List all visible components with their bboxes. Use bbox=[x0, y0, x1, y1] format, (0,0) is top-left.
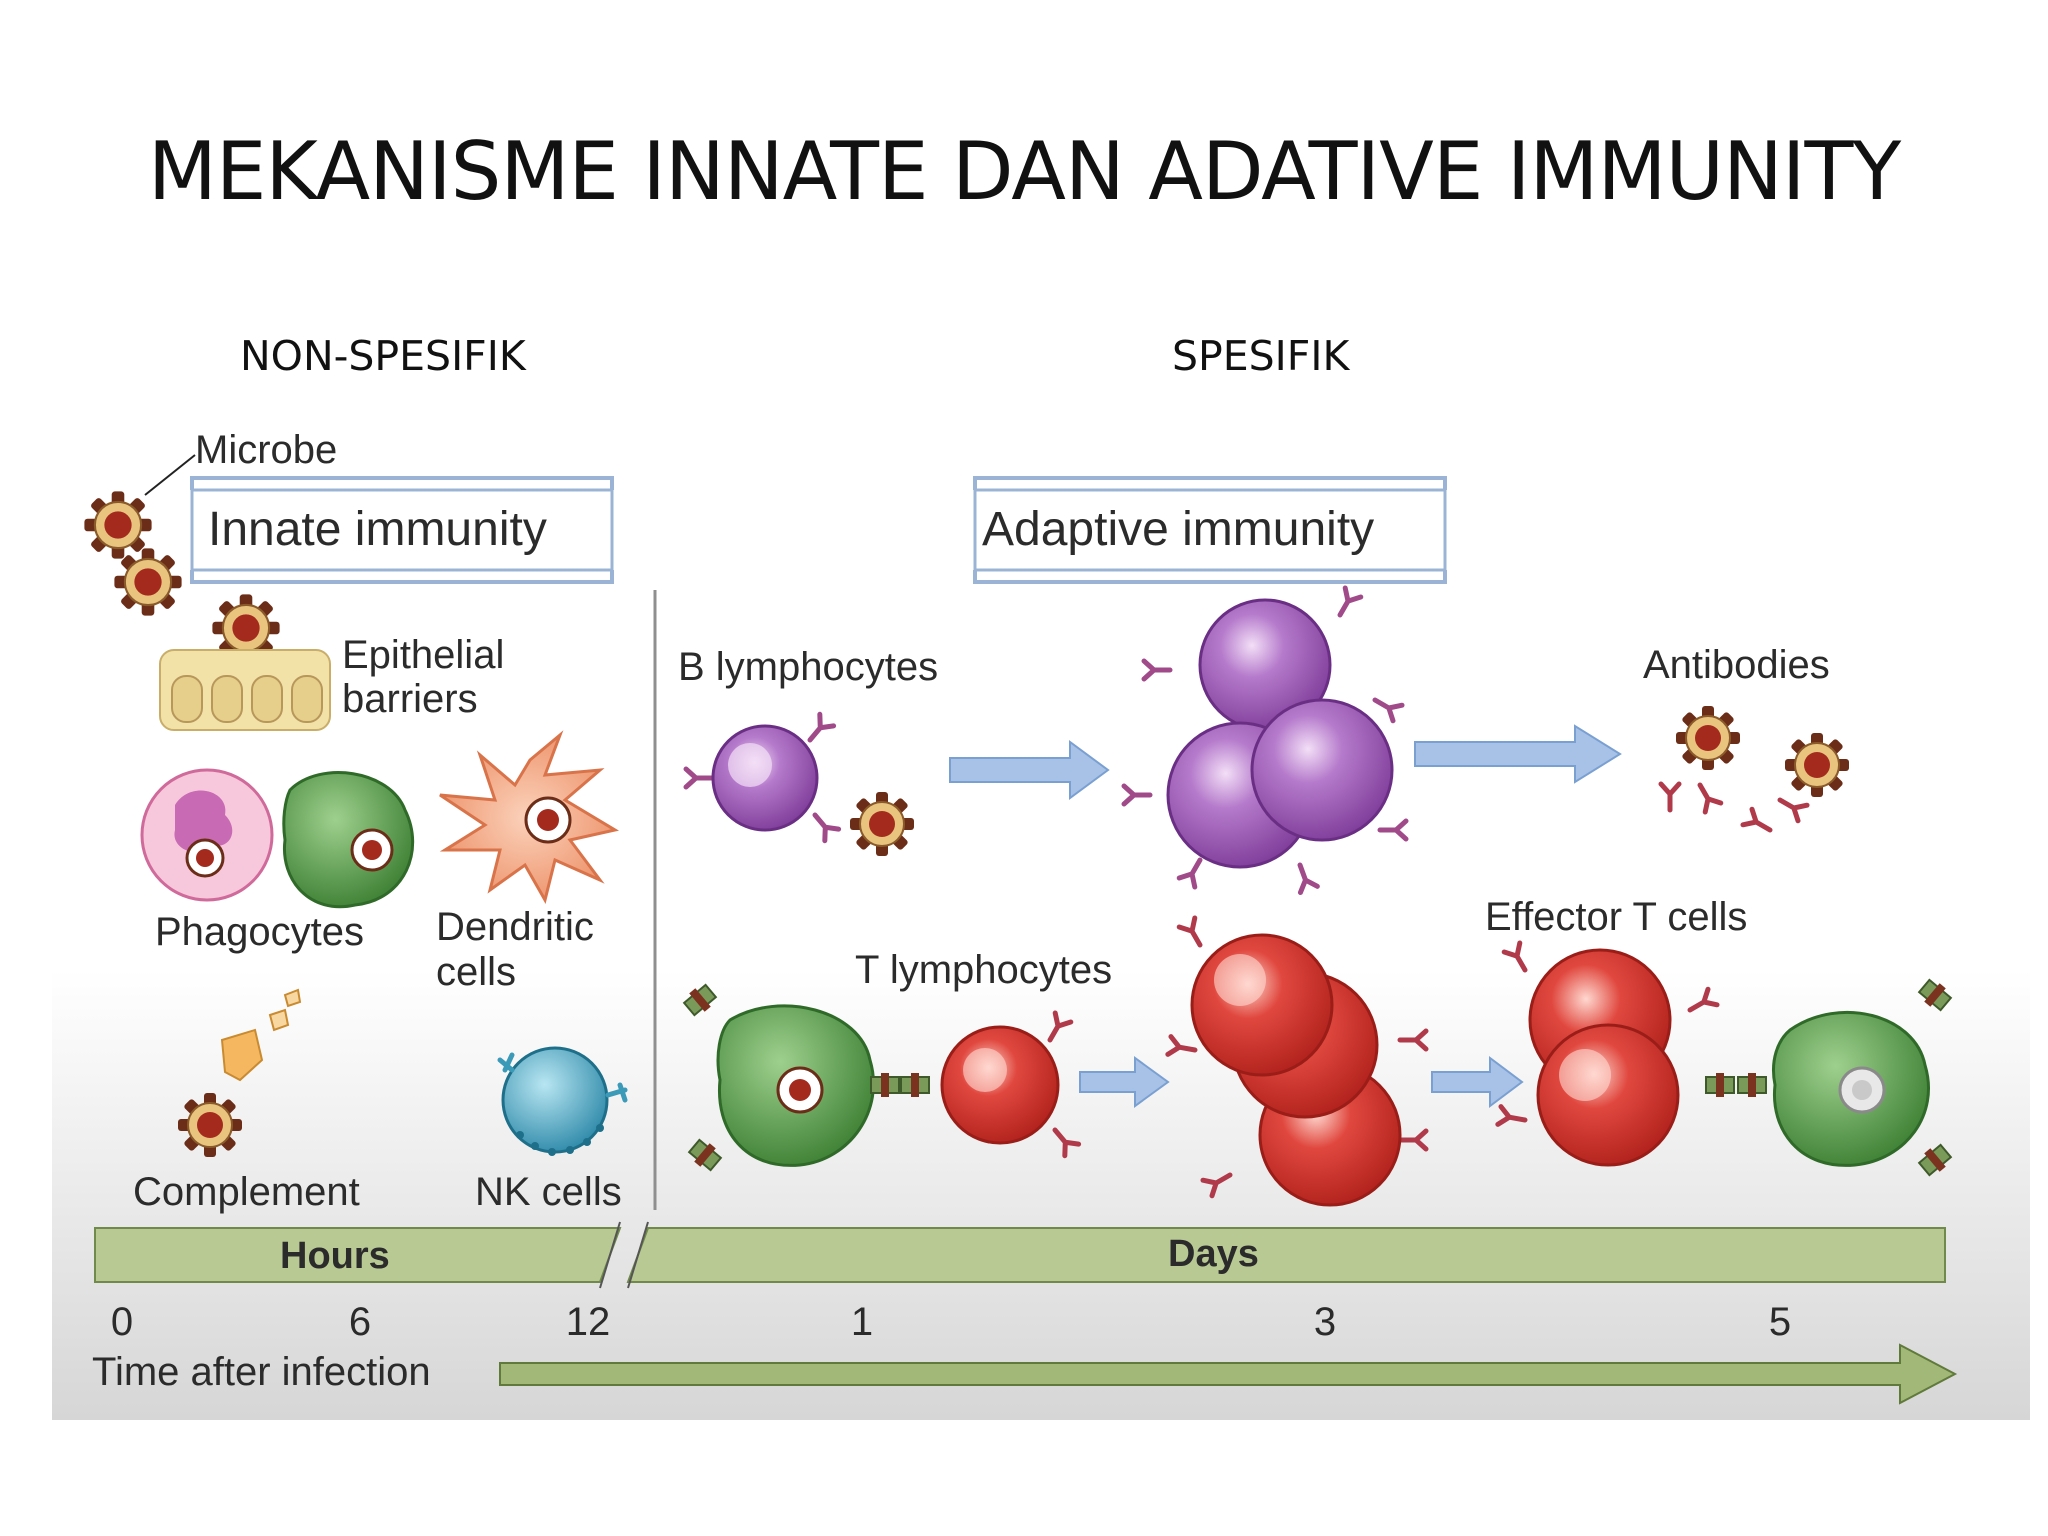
tick-label: 5 bbox=[1769, 1300, 1791, 1344]
arrow-clones-to-effector bbox=[1431, 1056, 1524, 1108]
effector-t-cells-label: Effector T cells bbox=[1485, 895, 1747, 939]
nk-cell-illustration bbox=[497, 1046, 628, 1156]
microbe-icon bbox=[83, 490, 153, 560]
b-lymphocytes-label: B lymphocytes bbox=[678, 645, 938, 689]
subtitle-non-specific: NON-SPESIFIK bbox=[240, 332, 526, 380]
adaptive-immunity-header: Adaptive immunity bbox=[982, 503, 1374, 556]
microbe-icon bbox=[1675, 705, 1741, 771]
arrow-b-to-plasma bbox=[949, 740, 1110, 800]
complement-label: Complement bbox=[133, 1170, 360, 1214]
microbe-icon bbox=[177, 1092, 243, 1158]
phagocytes-illustration bbox=[140, 768, 415, 909]
antigen-presenting-cell-left bbox=[680, 980, 930, 1175]
microbe-label: Microbe bbox=[195, 428, 337, 472]
phagocytes-label: Phagocytes bbox=[155, 910, 364, 954]
hours-label: Hours bbox=[280, 1235, 390, 1277]
t-cell-clones-illustration bbox=[1168, 918, 1426, 1207]
microbe-icon bbox=[1784, 732, 1850, 798]
dendritic-cell-illustration bbox=[439, 730, 619, 904]
microbe-icon bbox=[113, 547, 183, 617]
tick-label: 6 bbox=[349, 1300, 371, 1344]
microbe-group bbox=[83, 454, 281, 663]
dendritic-label-line2: cells bbox=[436, 950, 516, 994]
tick-label: 3 bbox=[1314, 1300, 1336, 1344]
effector-t-cells-illustration bbox=[1498, 943, 1767, 1167]
slide-title: MEKANISME INNATE DAN ADATIVE IMMUNITY bbox=[147, 125, 1901, 218]
epithelial-label-line2: barriers bbox=[342, 677, 478, 721]
tick-label: 12 bbox=[566, 1300, 611, 1344]
timeline-band bbox=[94, 1221, 1946, 1289]
arrow-plasma-to-antibodies bbox=[1414, 724, 1622, 784]
time-axis-label: Time after infection bbox=[92, 1350, 431, 1394]
epithelial-barriers-illustration bbox=[159, 649, 331, 731]
days-label: Days bbox=[1168, 1233, 1259, 1275]
plasma-cells-illustration bbox=[1124, 588, 1406, 893]
microbe-icon bbox=[849, 791, 915, 857]
nk-cells-label: NK cells bbox=[475, 1170, 622, 1214]
arrow-t-to-clones bbox=[1079, 1056, 1170, 1108]
antigen-presenting-cell-right bbox=[1772, 975, 1955, 1180]
dendritic-label-line1: Dendritic bbox=[436, 905, 594, 949]
time-arrow bbox=[499, 1343, 1958, 1405]
complement-illustration bbox=[177, 988, 302, 1158]
tick-label: 1 bbox=[851, 1300, 873, 1344]
t-lymphocytes-label: T lymphocytes bbox=[855, 948, 1112, 992]
epithelial-label-line1: Epithelial bbox=[342, 633, 504, 677]
innate-immunity-header: Innate immunity bbox=[208, 503, 547, 556]
subtitle-specific: SPESIFIK bbox=[1172, 332, 1350, 380]
innate-header-box bbox=[190, 476, 614, 584]
t-lymphocyte-illustration bbox=[940, 1013, 1079, 1156]
antibodies-label: Antibodies bbox=[1643, 643, 1830, 687]
tick-label: 0 bbox=[111, 1300, 133, 1344]
adaptive-header-box bbox=[973, 476, 1447, 584]
b-lymphocyte-illustration bbox=[686, 714, 915, 857]
